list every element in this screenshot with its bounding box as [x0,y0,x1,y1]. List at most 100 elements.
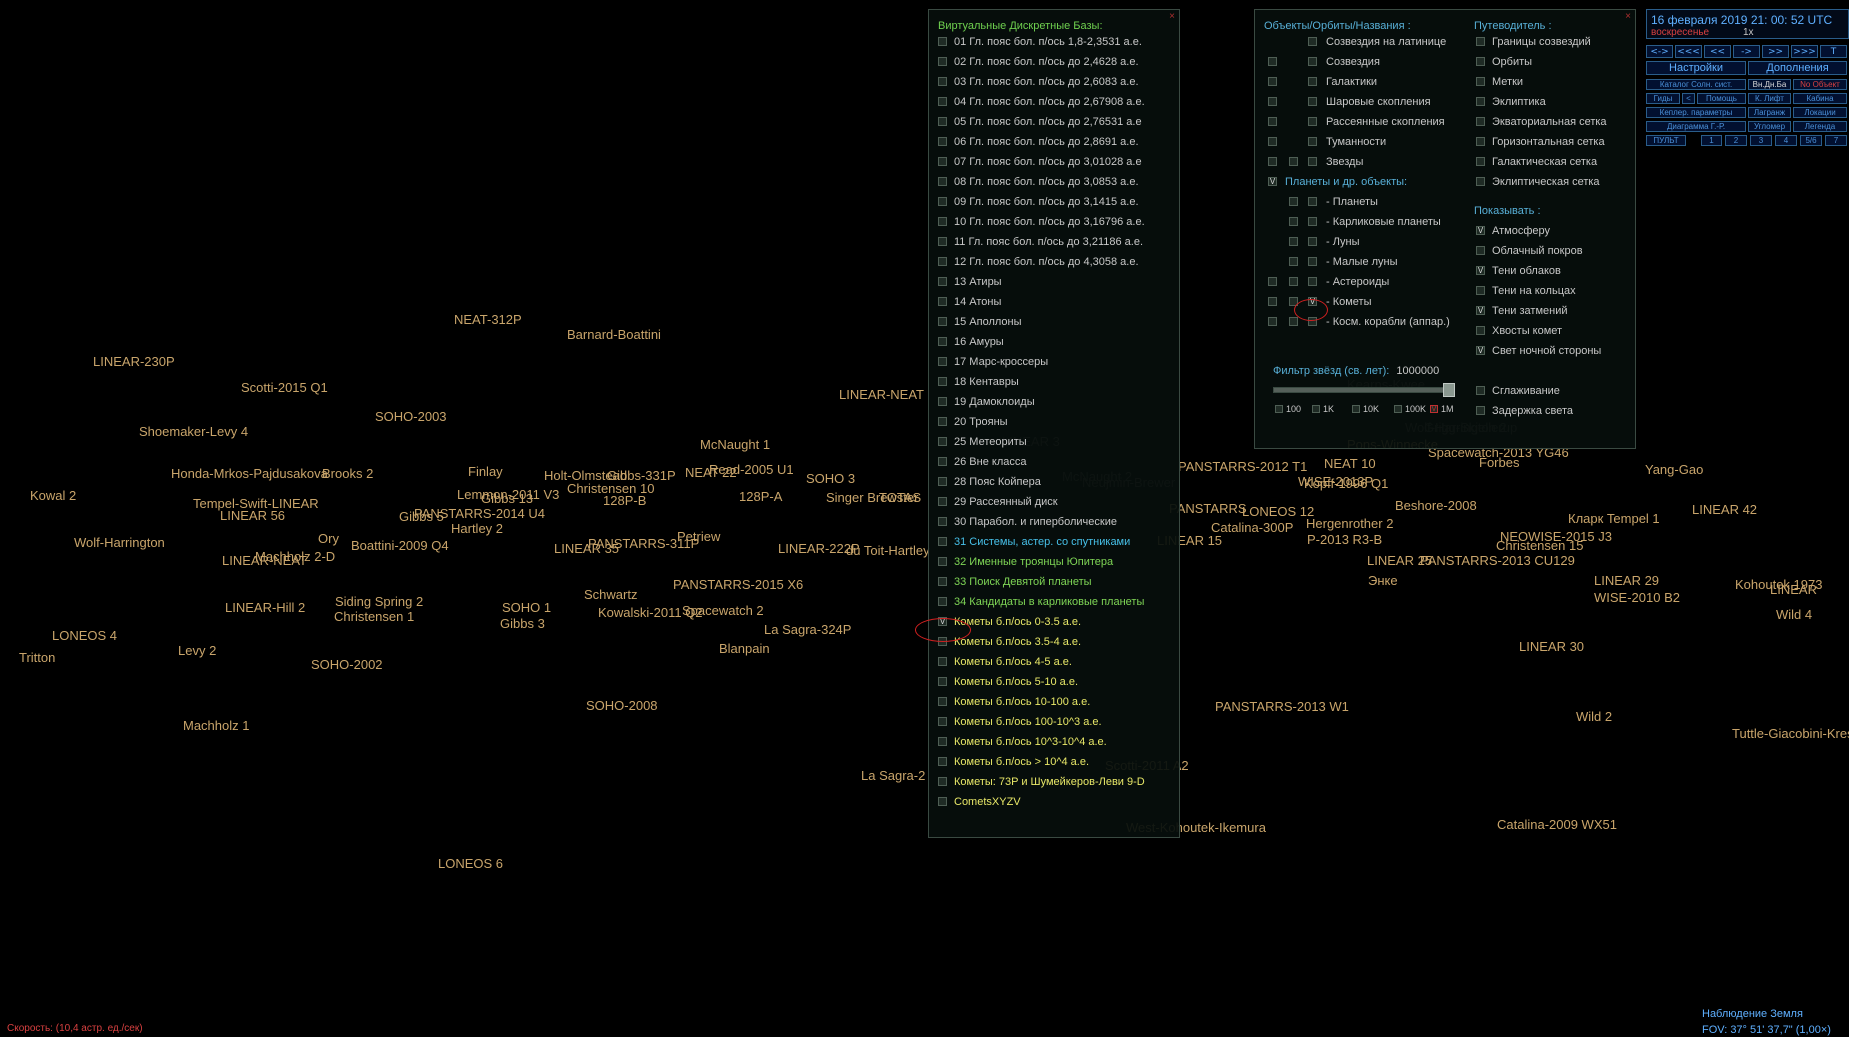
comet-label[interactable]: Catalina-300P [1211,520,1294,535]
database-item[interactable]: 08 Гл. пояс бол. п/ось до 3,0853 а.е. [938,173,1139,190]
database-checkbox[interactable] [938,237,947,246]
database-item[interactable]: Кометы б.п/ось > 10^4 а.е. [938,753,1089,770]
comet-label[interactable]: Catalina-2009 WX51 [1497,817,1617,832]
database-checkbox[interactable] [938,277,947,286]
comet-label[interactable]: Brooks 2 [322,466,374,481]
database-checkbox[interactable] [938,157,947,166]
tool-button[interactable]: 1 [1701,135,1722,146]
time-nav-button[interactable]: -> [1733,45,1760,58]
object-option-label[interactable]: Шаровые скопления [1326,95,1431,108]
comet-label[interactable]: McNaught 1 [700,437,771,452]
comet-label[interactable]: Gibbs 3 [500,616,545,631]
database-item[interactable]: 06 Гл. пояс бол. п/ось до 2,8691 а.е. [938,133,1139,150]
time-nav-button[interactable]: <-> [1646,45,1673,58]
guide-option-checkbox[interactable] [1476,57,1485,66]
object-checkbox[interactable] [1268,137,1277,146]
show-option-checkbox[interactable]: V [1476,346,1485,355]
comet-label[interactable]: Wild 2 [1576,709,1613,724]
object-option-label[interactable]: Рассеянные скопления [1326,115,1445,128]
comet-label[interactable]: Barnard-Boattini [567,327,661,342]
database-item[interactable]: 14 Атоны [938,293,1001,310]
comet-label[interactable]: Schwartz [584,587,638,602]
tool-button[interactable]: < [1682,93,1695,104]
object-checkbox[interactable] [1289,197,1298,206]
comet-label[interactable]: Shoemaker-Levy 4 [139,424,249,439]
database-checkbox[interactable] [938,737,947,746]
object-checkbox[interactable] [1289,317,1298,326]
comet-label[interactable]: Finlay [468,464,503,479]
star-filter-checkbox[interactable] [1352,405,1360,413]
database-checkbox[interactable] [938,217,947,226]
database-checkbox[interactable] [938,637,947,646]
tool-button[interactable]: Кабина [1793,93,1847,104]
guide-option-checkbox[interactable] [1476,97,1485,106]
object-checkbox[interactable] [1289,217,1298,226]
database-checkbox[interactable] [938,457,947,466]
comet-label[interactable]: SOHO 1 [502,600,552,615]
comet-label[interactable]: Gibbs 13 [481,491,534,506]
tool-button[interactable]: Диаграмма Г.-Р. [1646,121,1746,132]
object-checkbox[interactable] [1308,237,1317,246]
object-checkbox[interactable] [1268,297,1277,306]
database-checkbox[interactable] [938,357,947,366]
comet-label[interactable]: PANSTARRS-2013 W1 [1215,699,1349,714]
guide-option-checkbox[interactable] [1476,117,1485,126]
database-item[interactable]: 30 Парабол. и гиперболические [938,513,1117,530]
comet-label[interactable]: LINEAR 29 [1594,573,1660,588]
database-checkbox[interactable] [938,297,947,306]
comet-label[interactable]: SOHO-2003 [375,409,447,424]
object-option-label[interactable]: Планеты и др. объекты: [1285,175,1408,188]
object-checkbox[interactable] [1308,37,1317,46]
object-checkbox[interactable] [1268,117,1277,126]
comet-label[interactable]: Singer Brewster [826,490,919,505]
database-checkbox[interactable] [938,437,947,446]
database-checkbox[interactable] [938,197,947,206]
tool-button[interactable]: ПУЛЬТ [1646,135,1686,146]
database-item[interactable]: Кометы б.п/ось 4-5 а.е. [938,653,1072,670]
guide-option-checkbox[interactable] [1476,157,1485,166]
object-checkbox[interactable] [1308,217,1317,226]
guide-option[interactable]: Эклиптическая сетка [1476,173,1600,190]
object-option-label[interactable]: - Карликовые планеты [1326,215,1441,228]
database-item[interactable]: 19 Дамоклоиды [938,393,1035,410]
object-checkbox[interactable] [1308,257,1317,266]
tool-button[interactable]: No Объект [1793,79,1847,90]
database-item[interactable]: 01 Гл. пояс бол. п/ось 1,8-2,3531 а.е. [938,33,1142,50]
database-item[interactable]: 03 Гл. пояс бол. п/ось до 2,6083 а.е. [938,73,1139,90]
object-option-label[interactable]: Звезды [1326,155,1364,168]
comet-label[interactable]: La Sagra-2 [861,768,926,783]
database-item[interactable]: 15 Аполлоны [938,313,1022,330]
comet-label[interactable]: SOHO-2002 [311,657,383,672]
comet-label[interactable]: P-2013 R3-B [1307,532,1383,547]
comet-label[interactable]: Kowal 2 [30,488,77,503]
comet-label[interactable]: Blanpain [719,641,770,656]
comet-label[interactable]: LINEAR-230P [93,354,175,369]
guide-option[interactable]: Горизонтальная сетка [1476,133,1605,150]
comet-label[interactable]: Gibbs 5 [399,509,444,524]
database-item[interactable]: 12 Гл. пояс бол. п/ось до 4,3058 а.е. [938,253,1139,270]
close-icon[interactable]: × [1169,11,1175,22]
database-checkbox[interactable] [938,717,947,726]
database-checkbox[interactable] [938,597,947,606]
object-checkbox[interactable] [1268,97,1277,106]
time-nav-button[interactable]: >>> [1791,45,1818,58]
guide-option-checkbox[interactable] [1476,37,1485,46]
database-checkbox[interactable] [938,537,947,546]
star-filter-slider[interactable] [1273,387,1455,393]
database-checkbox[interactable] [938,57,947,66]
comet-label[interactable]: Gibbs-331P [607,468,676,483]
comet-label[interactable]: Yang-Gao [1645,462,1704,477]
comet-label[interactable]: NEAT 10 [1324,456,1376,471]
comet-label[interactable]: Beshore-2008 [1395,498,1477,513]
database-checkbox[interactable] [938,797,947,806]
database-checkbox[interactable] [938,177,947,186]
star-filter-slider-thumb[interactable] [1443,383,1455,397]
database-item[interactable]: 07 Гл. пояс бол. п/ось до 3,01028 а.е [938,153,1142,170]
database-checkbox[interactable] [938,777,947,786]
datetime-box[interactable]: 16 февраля 2019 21: 00: 52 UTC воскресен… [1646,9,1849,39]
comet-label[interactable]: Read-2005 U1 [709,462,794,477]
